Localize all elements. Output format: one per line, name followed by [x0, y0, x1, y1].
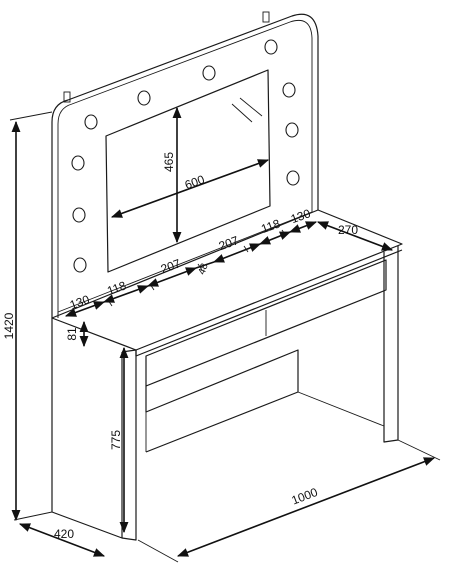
- bulb-icon: [202, 65, 216, 81]
- dim-shelf-right-mid: 118: [259, 216, 282, 236]
- dim-table-height: 775: [109, 430, 123, 450]
- bulb-icon: [72, 207, 86, 223]
- mirror-glass: [105, 69, 271, 273]
- dim-shelf-left-edge: 130: [68, 292, 92, 312]
- bulb-icon: [285, 122, 299, 138]
- dimension-labels: 1420 465 600 270 130 118 207 48 207 118 …: [2, 152, 358, 541]
- bulb-icon: [137, 90, 151, 106]
- dim-mirror-height: 465: [162, 152, 176, 172]
- bulb-icon: [71, 155, 85, 171]
- mirror-panel: [51, 11, 319, 318]
- dim-shelf-left-mid: 118: [105, 278, 128, 298]
- dim-shelf-depth: 270: [338, 223, 358, 237]
- dim-shelf-right-edge: 130: [289, 206, 313, 226]
- dim-table-depth: 420: [54, 527, 74, 541]
- dim-shelf-center-gap: 48: [197, 262, 211, 277]
- bulb-icon: [286, 170, 300, 186]
- vanity-bulbs: [71, 39, 300, 273]
- dim-shelf-right-inner: 207: [217, 233, 241, 253]
- bulb-icon: [264, 39, 278, 55]
- bulb-icon: [73, 257, 87, 273]
- dimension-lines: [9, 106, 441, 563]
- dim-total-height: 1420: [2, 312, 16, 339]
- bulb-icon: [84, 114, 98, 130]
- hanging-knob-icon: [63, 11, 270, 103]
- dim-shelf-left-inner: 207: [159, 256, 183, 276]
- dim-mirror-width: 600: [183, 172, 207, 192]
- bulb-icon: [282, 82, 296, 98]
- dim-shelf-thickness: 81: [65, 327, 79, 341]
